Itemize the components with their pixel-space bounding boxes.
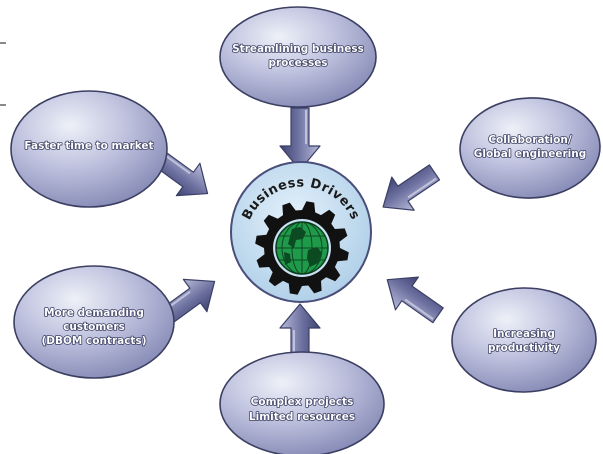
- driver-ellipse-5: [13, 265, 175, 379]
- driver-label-line: Complex projects: [251, 396, 354, 408]
- driver-label-5: More demanding customers (DBOM contracts): [41, 307, 146, 347]
- driver-label-line: Limited resources: [249, 411, 355, 423]
- driver-label-line: processes: [268, 57, 327, 69]
- driver-ellipse-3: [451, 287, 597, 393]
- driver-ellipse-2: [459, 97, 601, 199]
- driver-label-line: More demanding: [44, 307, 144, 319]
- driver-label-line: Faster time to market: [24, 140, 153, 152]
- driver-label-2: Collaboration/Global engineering: [474, 134, 587, 160]
- driver-ellipse-4: [219, 351, 385, 454]
- driver-label-line: Collaboration/: [488, 134, 572, 146]
- driver-label-6: Faster time to market: [24, 140, 153, 152]
- driver-label-line: Increasing: [493, 328, 555, 340]
- driver-label-1: Streamlining business processes: [232, 43, 364, 69]
- driver-label-line: productivity: [488, 342, 560, 354]
- driver-label-3: Increasing productivity: [488, 328, 560, 354]
- center-node: Business Drivers: [230, 161, 372, 303]
- arrow-1: [279, 107, 321, 171]
- edge-mark: [0, 104, 6, 106]
- edge-mark: [0, 42, 6, 44]
- driver-label-line: customers: [63, 321, 125, 333]
- driver-ellipse-1: [219, 6, 377, 108]
- arrow-3: [386, 276, 444, 324]
- driver-label-line: Streamlining business: [232, 43, 364, 55]
- driver-label-line: (DBOM contracts): [41, 335, 146, 347]
- globe-icon: [275, 221, 329, 275]
- driver-ellipse-6: [10, 90, 168, 208]
- driver-label-line: Global engineering: [474, 148, 587, 160]
- arrow-2: [382, 164, 441, 211]
